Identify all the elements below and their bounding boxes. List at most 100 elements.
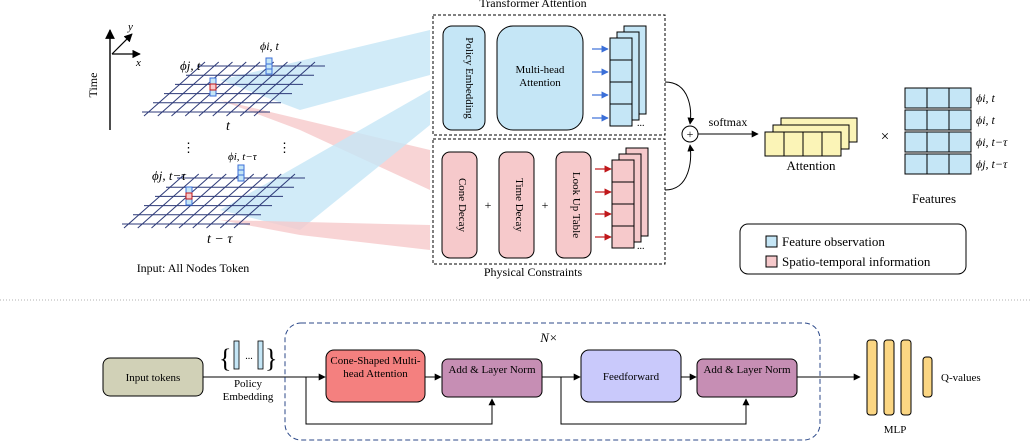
legend-feature-label: Feature observation <box>782 234 885 249</box>
input-tokens-label: Input tokens <box>126 372 181 384</box>
grid-line <box>178 173 241 229</box>
feature-row-label: ϕi, t−τ <box>976 135 1008 149</box>
input-caption: Input: All Nodes Token <box>137 261 250 275</box>
label-t: t <box>226 119 231 134</box>
beam-pink-bottom <box>220 220 430 250</box>
time-decay-label: Time Decay <box>513 178 525 232</box>
policy-embedding-label: Policy Embedding <box>463 37 475 119</box>
lookup-table-block <box>555 151 592 259</box>
physical-ellipsis: ... <box>637 241 645 252</box>
policy-embedding-block <box>442 25 486 131</box>
pipeline: Input tokens { ... } Policy Embedding N×… <box>102 322 981 441</box>
feature-cell <box>904 131 928 153</box>
features-label: Features <box>912 191 956 206</box>
transformer-attention-panel: Transformer Attention Policy Embedding M… <box>432 0 666 136</box>
lookup-table-label: Look Up Table <box>570 172 582 238</box>
cone-decay-block <box>441 151 478 259</box>
grid-line <box>151 173 213 229</box>
feature-cell <box>948 153 972 175</box>
feature-row-label: ϕj, t−τ <box>976 157 1008 171</box>
physical-constraints-panel: Cone Decay + Time Decay + Look Up Table … <box>432 138 666 279</box>
add-symbol: + <box>687 127 694 141</box>
transformer-ellipsis: ... <box>637 118 645 129</box>
grid-line <box>198 61 261 117</box>
legend-swatch-feature <box>765 235 778 248</box>
mlp-layer-1 <box>866 339 878 416</box>
label-phi-j-t: ϕj, t <box>180 58 201 73</box>
vertical-dots-right: ⋮ <box>278 140 291 155</box>
feature-cell <box>948 109 972 131</box>
physical-output-stack <box>611 147 649 249</box>
feature-cell <box>926 87 950 109</box>
transformer-title: Transformer Attention <box>479 0 586 10</box>
label-phi-i-t: ϕi, t <box>260 39 280 53</box>
attention-stack <box>764 117 858 157</box>
grid-line <box>123 173 186 229</box>
mlp-label: MLP <box>884 424 907 436</box>
feature-cell <box>926 131 950 153</box>
feature-cell <box>926 109 950 131</box>
mlp-output-layer <box>922 356 933 398</box>
cone-decay-label: Cone Decay <box>456 178 468 233</box>
cone-attention-label: Cone-Shaped Multi-head Attention <box>330 355 421 380</box>
grid-line <box>164 173 227 229</box>
grid-line <box>212 61 275 117</box>
repeat-block-container <box>284 322 821 441</box>
transformer-output-stack <box>609 25 647 127</box>
combine-section: + softmax Attention × ϕi, tϕi, tϕi, t−τϕ… <box>664 81 1008 206</box>
label-t-tau: t − τ <box>207 232 233 247</box>
time-axes: Time y x <box>86 21 141 130</box>
grid-line <box>253 61 316 117</box>
grid-line <box>206 173 268 229</box>
softmax-label: softmax <box>709 115 748 129</box>
feature-cell <box>904 109 928 131</box>
vertical-dots-left: ⋮ <box>182 140 195 155</box>
time-axis-label: Time <box>86 73 100 98</box>
repeat-label: N× <box>539 330 557 345</box>
transformer-output-arrows <box>592 45 609 122</box>
mlp-layer-3 <box>900 339 912 416</box>
physical-title: Physical Constraints <box>484 265 583 279</box>
features-grid: ϕi, tϕi, tϕi, t−τϕj, t−τ <box>904 87 1008 175</box>
feedforward-label: Feedforward <box>603 371 660 383</box>
grid-line <box>219 173 282 229</box>
physical-output-arrows <box>595 165 612 241</box>
right-brace: } <box>265 344 277 373</box>
grid-line <box>143 61 206 117</box>
node-grid-t-tau <box>122 173 305 229</box>
beam-blue-top <box>220 30 430 110</box>
feature-cell <box>904 87 928 109</box>
grid-line <box>226 61 288 117</box>
brace-dots: ... <box>245 351 253 362</box>
plus-2: + <box>542 198 549 212</box>
add-norm-2-label: Add & Layer Norm <box>703 364 791 376</box>
grid-line <box>157 61 220 117</box>
feature-cell <box>926 153 950 175</box>
feature-row-label: ϕi, t <box>976 113 996 127</box>
feature-cell <box>904 153 928 175</box>
multi-head-block <box>496 25 584 131</box>
legend: Feature observation Spatio-temporal info… <box>739 223 967 275</box>
left-brace: { <box>219 344 231 373</box>
feature-cell <box>948 131 972 153</box>
grid-line <box>171 61 233 117</box>
time-decay-block <box>498 151 535 259</box>
label-phi-j-t-tau: ϕj, t−τ <box>152 168 187 183</box>
multi-head-label: Multi-head Attention <box>515 64 565 89</box>
feedforward-block <box>580 349 682 403</box>
add-norm-2-block <box>696 358 798 398</box>
grid-line <box>233 173 296 229</box>
grid-line <box>239 61 302 117</box>
policy-embedding-caption: Policy Embedding <box>222 378 274 403</box>
cone-attention-block <box>325 349 426 403</box>
y-axis-label: y <box>127 21 133 33</box>
beam-blue-bottom <box>220 90 430 230</box>
add-norm-1-block <box>441 358 543 398</box>
times-symbol: × <box>881 129 889 145</box>
q-values-label: Q-values <box>941 372 981 384</box>
legend-swatch-spatio <box>765 255 778 268</box>
attention-label: Attention <box>786 158 836 173</box>
mlp-layer-2 <box>883 339 895 416</box>
projection-beams <box>220 30 430 250</box>
